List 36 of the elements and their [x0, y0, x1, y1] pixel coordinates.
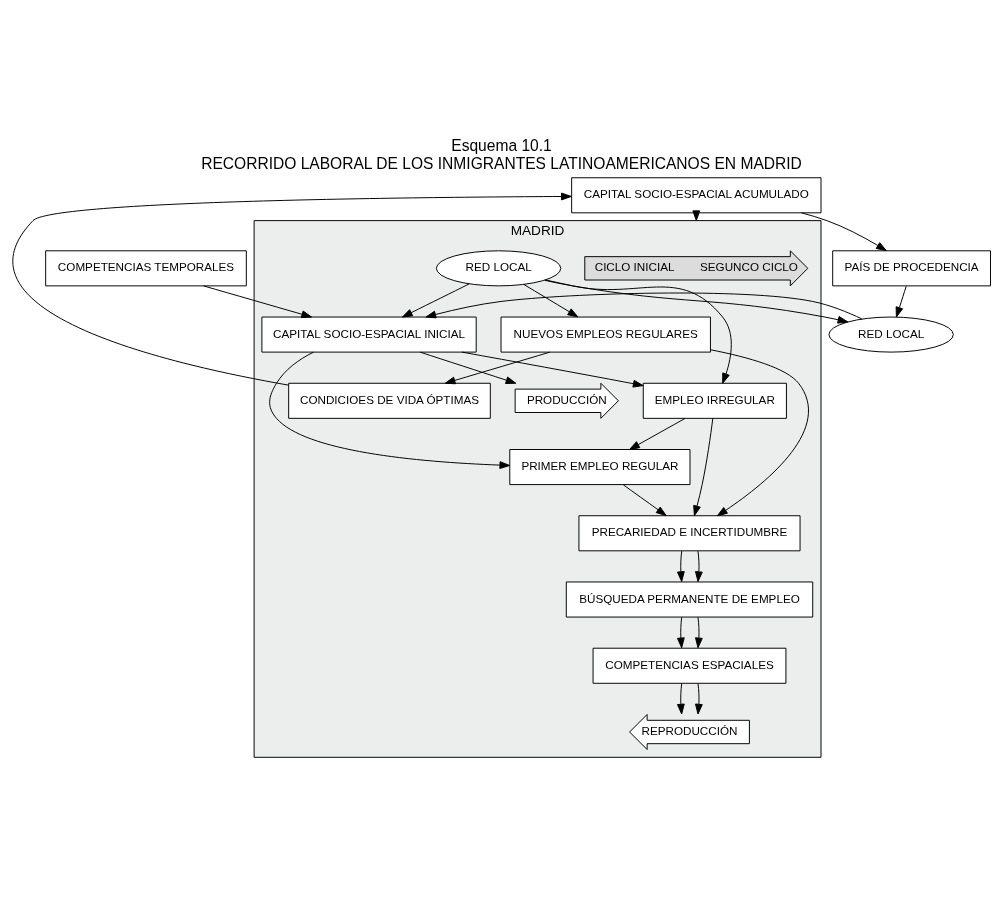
node-box: PAÍS DE PROCEDENCIA	[832, 250, 991, 287]
arrow	[676, 616, 685, 649]
arrow	[12, 192, 572, 386]
arrow	[419, 351, 517, 384]
arrow	[629, 418, 686, 450]
node-box: BÚSQUEDA PERMANENTE DE EMPLEO	[565, 581, 814, 618]
arrow	[544, 279, 849, 324]
node-box: CAPITAL SOCIO-ESPACIAL INICIAL	[261, 316, 477, 353]
caption: RECORRIDO LABORAL DE LOS INMIGRANTES LATINOAMERICANOS EN MADRID	[201, 154, 802, 172]
arrow	[203, 285, 313, 319]
arrow	[444, 351, 551, 385]
node-box: PRIMER EMPLEO REGULAR	[509, 449, 691, 486]
node-box: NUEVOS EMPLEOS REGULARES	[500, 316, 711, 353]
arrow	[676, 550, 685, 583]
node-box: EMPLEO IRREGULAR	[642, 382, 787, 419]
arrow	[801, 212, 887, 252]
arrow	[895, 285, 907, 318]
arrow	[545, 279, 732, 384]
arrow	[461, 351, 644, 388]
node-box: CONDICIOES DE VIDA ÓPTIMAS	[288, 382, 491, 419]
diagram-title: Esquema 10.1	[451, 137, 552, 155]
arrow	[523, 283, 579, 318]
node-ellipse: RED LOCAL	[435, 250, 562, 287]
arrow	[695, 616, 703, 649]
arrow	[269, 351, 511, 469]
node-box: COMPETENCIAS ESPACIALES	[592, 647, 787, 684]
arrow	[676, 683, 685, 715]
arrow	[622, 484, 667, 516]
arrow	[425, 292, 863, 320]
arrow	[695, 550, 703, 583]
arrow	[401, 283, 470, 318]
node-box: COMPETENCIAS TEMPORALES	[45, 250, 247, 287]
arrow	[693, 417, 714, 517]
arrow	[710, 349, 809, 517]
arrow	[695, 683, 703, 715]
node-box: PRECARIEDAD E INCERTIDUMBRE	[578, 515, 801, 552]
